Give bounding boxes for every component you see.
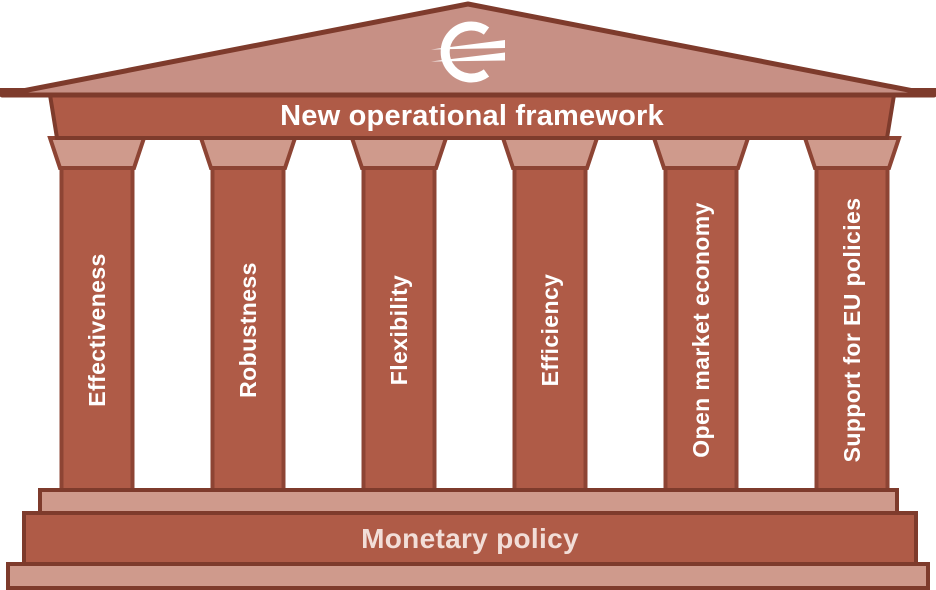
pillar-shaft-6 — [814, 164, 890, 496]
pillar-shaft-1 — [59, 164, 135, 496]
pillar-label-robustness: Robustness — [234, 262, 261, 398]
pillar-label-effectiveness: Effectiveness — [83, 253, 110, 407]
pillar-capital-6 — [802, 136, 902, 170]
pillar-capital-3 — [349, 136, 449, 170]
euro-icon — [431, 21, 505, 83]
framework-title: New operational framework — [280, 100, 664, 132]
pediment-shape — [0, 1, 936, 98]
pillar-capital-2 — [198, 136, 298, 170]
pillar-capital-4 — [500, 136, 600, 170]
pillar-label-open-market-economy: Open market economy — [687, 202, 714, 458]
pillar-shaft-4 — [512, 164, 588, 496]
base-label: Monetary policy — [361, 522, 579, 554]
pillar-label-efficiency: Efficiency — [536, 273, 563, 387]
pillar-capital-5 — [651, 136, 751, 170]
pillar-capital-1 — [47, 136, 147, 170]
stylobate-step-1 — [38, 488, 899, 515]
pillar-label-support-for-eu-policies: Support for EU policies — [838, 197, 865, 463]
pillar-label-flexibility: Flexibility — [385, 274, 412, 386]
stylobate-step-3 — [6, 562, 930, 590]
